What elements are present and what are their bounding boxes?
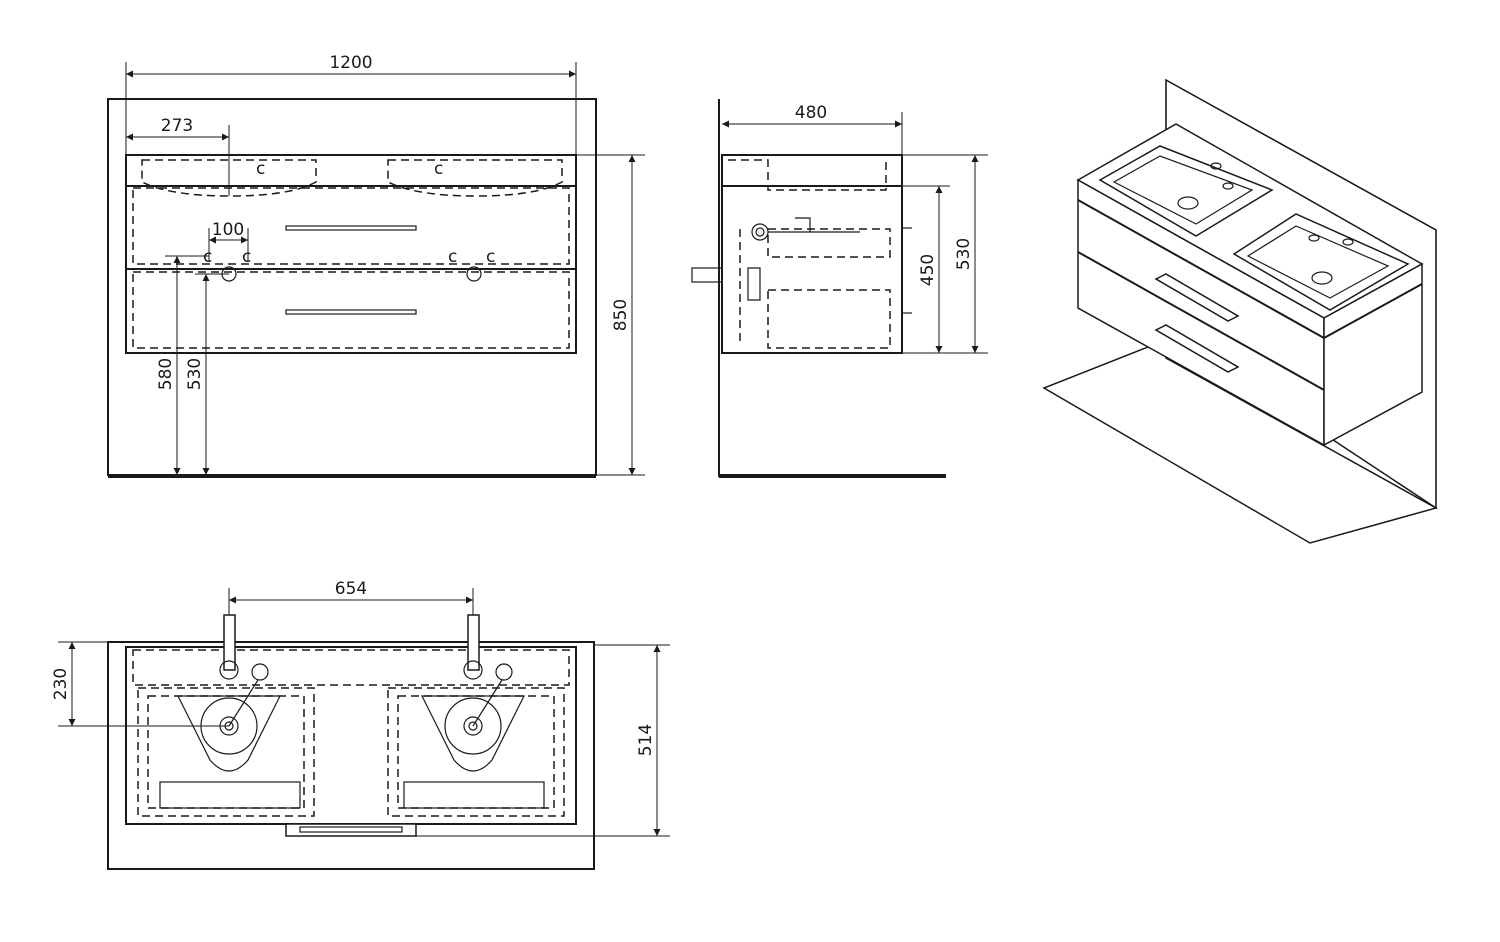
svg-text:c: c [256,159,265,179]
dimension-label: 1200 [329,53,372,73]
dimension-label: 530 [954,238,974,270]
dimension-label: 514 [636,724,656,756]
drawer-handle [285,225,417,231]
svg-text:c: c [242,247,251,267]
cabinet-outline [125,154,577,354]
basin [1098,145,1274,237]
svg-text:c: c [203,247,212,267]
dimension-label: 273 [161,116,193,136]
isometric-view [1042,78,1438,544]
drawer-handle [285,823,417,837]
dimension-label: 654 [335,579,367,599]
side-view: 480 450 530 [691,99,988,478]
cabinet-side-outline [721,154,903,354]
drawer-handle [1154,324,1240,373]
drain-pipe [691,267,723,283]
wall-outline [107,98,597,476]
top-view: 654 230 514 [51,579,670,870]
dimension-label: 580 [156,358,176,390]
dimension-label: 230 [51,668,71,700]
drawer-handle [285,309,417,315]
wall-outline [107,641,595,870]
dimension-label: 100 [212,220,244,240]
dimension-label: 530 [185,358,205,390]
drawer-handle [1154,273,1240,322]
svg-text:c: c [434,159,443,179]
svg-text:c: c [448,247,457,267]
dimension-label: 480 [795,103,827,123]
svg-text:c: c [486,247,495,267]
dimension-label: 450 [918,254,938,286]
dimension-label: 850 [611,299,631,331]
cabinet-top-outline [125,646,577,825]
front-view: c c c c c c 1200 273 100 850 580 530 [107,53,645,478]
